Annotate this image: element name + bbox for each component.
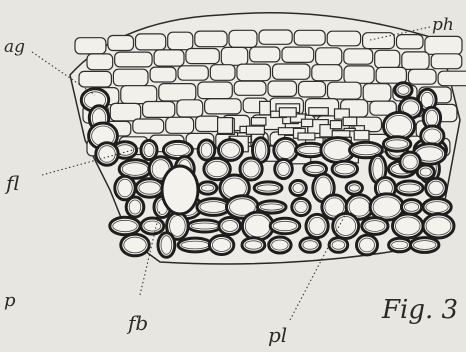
thin-cell [250, 47, 280, 62]
irregular-cell [218, 118, 233, 134]
large-fiber-cell [162, 166, 198, 214]
thin-cell [237, 64, 271, 81]
thick-walled-cell [411, 238, 439, 253]
thin-cell [299, 81, 326, 97]
thin-cell [273, 64, 310, 79]
label-p: p [4, 290, 16, 311]
thin-cell [205, 99, 242, 114]
thin-cell [186, 49, 219, 64]
thin-cell [431, 54, 462, 69]
thin-cell [196, 116, 221, 131]
label-ag: ag [4, 37, 25, 57]
label-fb: fb [126, 311, 148, 335]
thick-walled-cell [158, 233, 175, 258]
thick-walled-cell [290, 181, 306, 196]
thin-cell [108, 36, 134, 51]
thick-walled-cell [393, 214, 424, 238]
thin-cell [143, 102, 175, 118]
thin-cell [438, 71, 466, 86]
thin-cell [166, 117, 194, 133]
thin-cell [136, 34, 166, 50]
thin-cell [210, 65, 235, 81]
thick-walled-cell [254, 182, 282, 194]
thick-walled-cell [242, 212, 273, 240]
thick-walled-cell [332, 161, 357, 177]
thin-cell [150, 67, 176, 82]
thin-cell [402, 52, 429, 70]
irregular-cell [279, 108, 296, 117]
thick-walled-cell [346, 182, 362, 194]
irregular-cell [309, 108, 329, 116]
irregular-cell [298, 133, 315, 140]
thin-cell [75, 38, 106, 54]
irregular-cell [260, 101, 271, 114]
thin-cell [195, 31, 227, 47]
thick-walled-cell [270, 218, 300, 233]
thin-cell [363, 84, 391, 102]
thin-cell [397, 35, 424, 49]
thin-cell [376, 67, 406, 83]
thin-cell [312, 65, 342, 81]
thin-cell [115, 52, 152, 67]
thin-cell [221, 47, 247, 65]
thin-cell [425, 36, 462, 54]
thin-cell [234, 81, 266, 95]
irregular-cell [251, 118, 266, 126]
irregular-cell [332, 131, 350, 138]
thin-cell [268, 81, 297, 96]
thick-walled-cell [395, 83, 412, 98]
thick-walled-cell [396, 181, 423, 195]
thick-walled-cell [383, 137, 410, 151]
thick-walled-cell [188, 220, 221, 232]
thin-cell [328, 82, 362, 99]
thin-cell [282, 47, 314, 62]
thin-cell [159, 84, 196, 101]
figure-caption: Fig. 3 [381, 295, 458, 325]
thin-cell [229, 30, 257, 47]
thick-walled-cell [417, 165, 434, 179]
label-ph: ph [432, 15, 454, 35]
thick-walled-cell [178, 238, 212, 252]
thin-cell [177, 100, 203, 117]
thin-cell [168, 32, 193, 50]
thick-walled-cell [197, 199, 230, 216]
thin-cell [133, 119, 164, 133]
irregular-cell [354, 131, 369, 140]
label-fl: fl [4, 171, 19, 195]
thin-cell [113, 69, 148, 86]
thin-cell [79, 71, 111, 87]
thin-cell [344, 66, 374, 83]
irregular-cell [343, 117, 357, 125]
irregular-cell [302, 119, 313, 126]
thin-cell [316, 48, 342, 65]
thin-cell [327, 31, 360, 46]
thin-cell [198, 82, 233, 99]
thick-walled-cell [274, 138, 298, 161]
label-pl: pl [268, 323, 287, 347]
thin-cell [344, 49, 373, 64]
thin-cell [154, 50, 184, 66]
thin-cell [87, 54, 113, 70]
thick-walled-cell [242, 238, 265, 252]
thin-cell [110, 103, 140, 121]
thin-cell [259, 30, 292, 44]
thin-cell [178, 66, 208, 80]
thin-cell [408, 69, 436, 84]
thick-walled-cell [333, 214, 359, 239]
thin-cell [363, 33, 395, 49]
thick-walled-cell [141, 218, 164, 234]
irregular-cell [246, 126, 264, 134]
thick-walled-cell [362, 218, 388, 235]
thin-cell [294, 30, 325, 45]
thick-walled-cell [423, 214, 454, 238]
thin-cell [375, 50, 400, 68]
irregular-cell [330, 121, 341, 129]
